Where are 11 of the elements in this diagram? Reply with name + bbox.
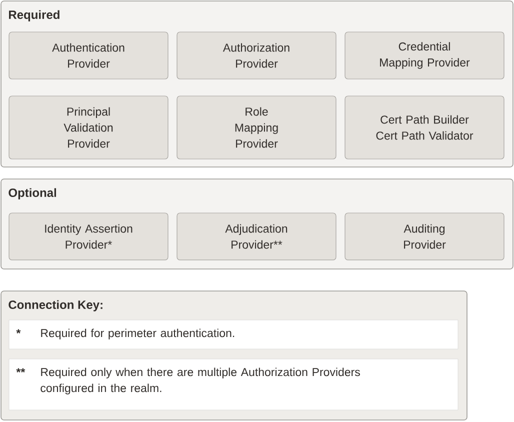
provider-box: Credential Mapping Provider (344, 32, 504, 80)
provider-box: Identity Assertion Provider* (8, 212, 168, 260)
provider-box: Authentication Provider (8, 32, 168, 80)
provider-box: Adjudication Provider** (176, 212, 336, 260)
provider-box: Principal Validation Provider (8, 96, 168, 160)
key-row: ** Required only when there are multiple Authorization Providers configured in the realm. (8, 358, 458, 410)
provider-box: Authorization Provider (176, 32, 336, 80)
provider-box: Role Mapping Provider (176, 96, 336, 160)
provider-box: Auditing Provider (344, 212, 504, 260)
key-row: * Required for perimeter authentication. (8, 320, 458, 350)
provider-box: Cert Path Builder Cert Path Validator (344, 96, 504, 160)
